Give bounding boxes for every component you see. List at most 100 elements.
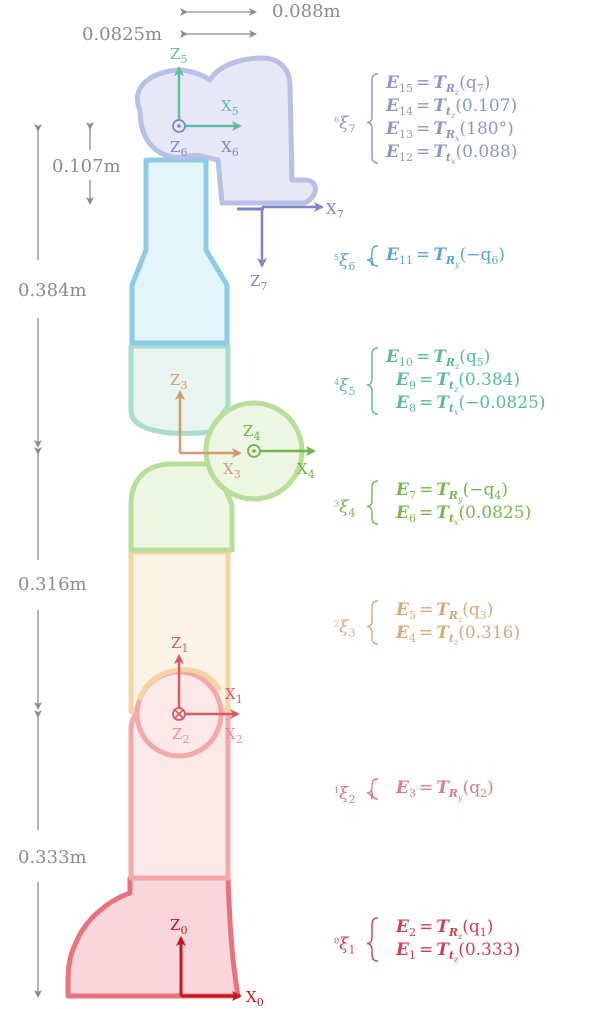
t-subscript: R xyxy=(445,254,455,267)
t-subsubscript: z xyxy=(453,955,459,964)
equation-line: E12=Ttx(0.088) xyxy=(385,142,517,166)
argument: (q xyxy=(463,778,481,798)
dimension-lines xyxy=(34,8,257,998)
frame-xi-symbol: ξ xyxy=(339,618,350,638)
t-symbol: T xyxy=(436,778,450,798)
t-subscript: t xyxy=(449,402,454,415)
equation-line: E14=Ttz(0.107) xyxy=(385,96,517,120)
frame-5-z-label: Z xyxy=(170,45,180,63)
equation-line: E7=TRy(−q4) xyxy=(395,480,508,504)
argument: (0.088) xyxy=(455,142,517,162)
t-subscript: t xyxy=(449,632,454,645)
svg-text:X2: X2 xyxy=(225,725,243,746)
svg-text:X7: X7 xyxy=(326,200,344,221)
equals-sign: = xyxy=(419,480,433,500)
frame-7-x-sub: 7 xyxy=(337,208,344,221)
argument: (180°) xyxy=(460,119,514,139)
e-subscript: 7 xyxy=(409,489,416,502)
frame-5-6: Z5 X5 Z6 X6 xyxy=(170,45,242,159)
t-subsubscript: x xyxy=(454,518,459,527)
argument: (0.333) xyxy=(458,940,520,960)
t-subscript: R xyxy=(445,128,455,141)
equals-sign: = xyxy=(416,73,430,93)
equation-line: E6=Ttx(0.0825) xyxy=(395,503,531,527)
t-subscript: t xyxy=(449,379,454,392)
frame-5-x-label: X xyxy=(221,97,232,115)
t-subscript: t xyxy=(446,105,451,118)
argument: (q xyxy=(459,73,477,93)
equation-block: 4ξ5E10=TRz(q5)E9=Ttz(0.384)E8=Ttx(−0.082… xyxy=(334,347,545,417)
argument: (−q xyxy=(460,245,492,265)
equation-line: E11=TRy(−q6) xyxy=(385,245,505,269)
frame-6-x-sub: 6 xyxy=(232,146,239,159)
equation-line: E3=TRy(q2) xyxy=(395,778,494,802)
e-subscript: 9 xyxy=(409,379,416,392)
e-symbol: E xyxy=(385,245,400,265)
dim-0316: 0.316m xyxy=(18,574,87,595)
frame-xi-symbol: ξ xyxy=(339,498,350,518)
t-symbol: T xyxy=(436,503,450,523)
t-symbol: T xyxy=(436,940,450,960)
equals-sign: = xyxy=(419,370,433,390)
t-subsubscript: z xyxy=(457,615,463,624)
frame-1-x-sub: 1 xyxy=(236,693,243,706)
equals-sign: = xyxy=(419,393,433,413)
frame-pre-superscript: 1 xyxy=(334,786,339,795)
frame-6-z-sub: 6 xyxy=(180,146,187,159)
argument-subscript: 6 xyxy=(491,254,498,267)
t-symbol: T xyxy=(433,347,447,367)
e-subscript: 15 xyxy=(399,82,413,95)
frame-xi-symbol: ξ xyxy=(339,114,350,134)
svg-text:1ξ2: 1ξ2 xyxy=(334,784,355,806)
equals-sign: = xyxy=(416,347,430,367)
frame-3: Z3 X3 xyxy=(170,371,242,481)
dim-0088: 0.088m xyxy=(272,1,341,22)
argument-subscript: 7 xyxy=(477,82,484,95)
frame-0-z-label: Z xyxy=(170,916,180,934)
argument-subscript: 2 xyxy=(480,787,487,800)
dim-0384: 0.384m xyxy=(18,280,87,301)
frame-subscript: 4 xyxy=(348,507,355,520)
t-subscript: R xyxy=(445,356,455,369)
frame-subscript: 6 xyxy=(348,260,355,273)
equals-sign: = xyxy=(419,940,433,960)
e-symbol: E xyxy=(385,73,400,93)
frame-pre-superscript: 3 xyxy=(334,500,339,509)
e-subscript: 11 xyxy=(399,254,413,267)
joint-1-ring-top xyxy=(136,667,223,701)
frame-0-x-label: X xyxy=(246,988,257,1006)
t-subsubscript: z xyxy=(453,385,459,394)
svg-text:X5: X5 xyxy=(221,97,239,118)
e-symbol: E xyxy=(385,119,400,139)
argument-close: ) xyxy=(484,347,491,367)
frame-xi-symbol: ξ xyxy=(339,376,350,396)
argument: (q xyxy=(459,347,477,367)
brace xyxy=(366,347,379,415)
frame-pre-superscript: 4 xyxy=(334,378,339,387)
svg-text:4ξ5: 4ξ5 xyxy=(334,376,355,398)
frame-pre-superscript: 6 xyxy=(334,116,339,125)
argument: (0.384) xyxy=(458,370,520,390)
t-subsubscript: x xyxy=(455,134,460,143)
e-subscript: 6 xyxy=(409,512,416,525)
svg-text:Z6: Z6 xyxy=(170,138,187,159)
frame-7-x-label: X xyxy=(326,200,337,218)
brace xyxy=(366,600,379,645)
frame-1-z-label: Z xyxy=(171,634,181,652)
frame-6-x-label: X xyxy=(221,138,232,156)
frame-2-z-label: Z xyxy=(172,725,182,743)
frame-1-z-sub: 1 xyxy=(181,642,188,655)
frame-3-x-sub: 3 xyxy=(234,468,241,481)
t-subscript: R xyxy=(448,787,458,800)
svg-text:X3: X3 xyxy=(223,460,241,481)
frame-xi-symbol: ξ xyxy=(339,935,350,955)
e-symbol: E xyxy=(395,917,410,937)
link-5 xyxy=(129,157,230,346)
equation-block: 6ξ7E15=TRz(q7)E14=Ttz(0.107)E13=TRx(180°… xyxy=(334,73,517,166)
frame-subscript: 2 xyxy=(348,793,355,806)
frame-3-z-sub: 3 xyxy=(180,379,187,392)
argument-close: ) xyxy=(498,245,505,265)
